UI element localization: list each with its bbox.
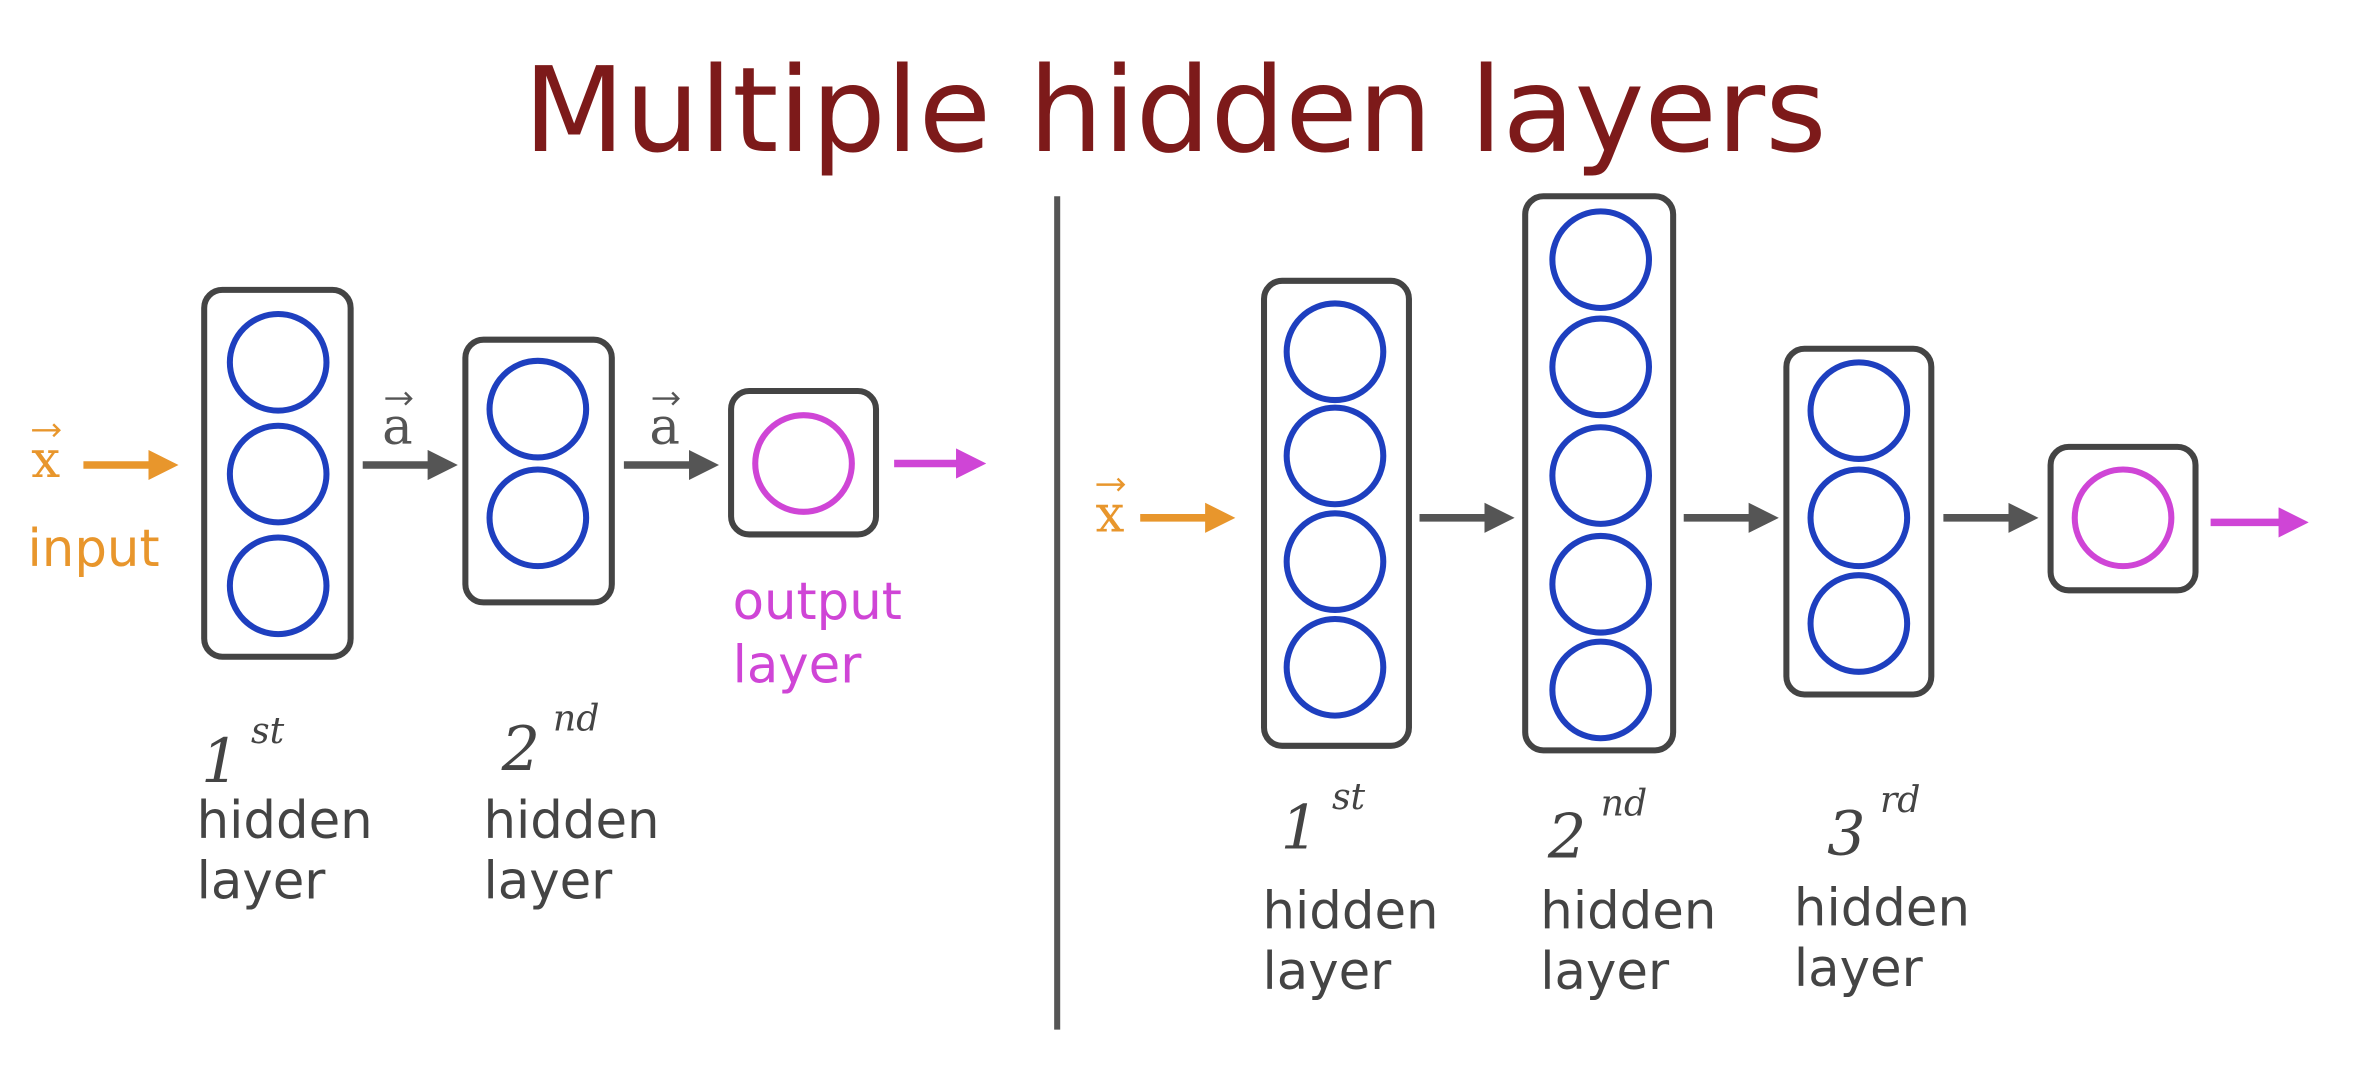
- layer-ordinal-suffix: nd: [553, 697, 600, 740]
- hidden-layer-1-box: [201, 286, 354, 660]
- neuron: [1283, 510, 1387, 613]
- neuron: [1807, 466, 1911, 570]
- neuron: [1283, 615, 1387, 719]
- input-x: x: [1096, 484, 1125, 544]
- activation-a: a: [649, 397, 680, 457]
- layer-ordinal-suffix: st: [1332, 775, 1366, 818]
- layer-ordinal: 2: [501, 715, 540, 785]
- vector-arrow-icon: [32, 423, 61, 438]
- neuron: [1283, 404, 1387, 508]
- layer-label: layer: [1540, 942, 1670, 1002]
- layer-label: hidden: [483, 791, 659, 851]
- layer-label: layer: [1263, 942, 1393, 1002]
- output-layer-box: [728, 387, 880, 538]
- hidden-layer-2-box: [462, 336, 615, 606]
- input-label: input: [28, 519, 160, 579]
- neuron: [1549, 532, 1653, 636]
- neuron: [226, 534, 330, 638]
- layer-label: hidden: [1794, 878, 1970, 938]
- output-label: output: [733, 572, 902, 632]
- neuron: [1549, 208, 1653, 312]
- neuron: [486, 357, 590, 461]
- layer-label: layer: [483, 851, 613, 911]
- layer-ordinal-suffix: rd: [1880, 778, 1921, 821]
- right-network: x 1 st hidden layer 2 nd hidden layer 3: [1096, 193, 2309, 1002]
- neuron: [1283, 300, 1387, 404]
- layer-label: hidden: [1263, 881, 1439, 941]
- input-x: x: [31, 430, 60, 490]
- layer-label: layer: [197, 851, 327, 911]
- layer-ordinal-suffix: nd: [1601, 781, 1648, 824]
- output-neuron: [752, 412, 855, 515]
- layer-ordinal-suffix: st: [251, 709, 285, 752]
- page-title: Multiple hidden layers: [523, 42, 1826, 179]
- output-label: layer: [733, 635, 863, 695]
- neuron: [1807, 359, 1911, 462]
- layer-ordinal: 1: [1281, 793, 1319, 863]
- vector-arrow-icon: [1096, 477, 1126, 492]
- vector-arrow-icon: [652, 391, 680, 406]
- vector-arrow-icon: [385, 391, 413, 406]
- layer-ordinal: 2: [1547, 803, 1586, 873]
- neuron: [1807, 572, 1911, 675]
- activation-a: a: [382, 397, 413, 457]
- hidden-layer-3-box: [1783, 345, 1935, 698]
- layer-label: hidden: [197, 791, 373, 851]
- layer-label: layer: [1794, 939, 1924, 999]
- neuron: [1549, 424, 1653, 527]
- layer-ordinal: 1: [201, 727, 239, 797]
- layer-ordinal: 3: [1827, 800, 1865, 870]
- neuron: [486, 466, 590, 570]
- hidden-layer-2-box: [1522, 193, 1677, 754]
- hidden-layer-1-box: [1260, 277, 1412, 749]
- neuron: [1549, 315, 1653, 419]
- left-network: x input a a output layer 1 st hidden lay…: [28, 286, 987, 911]
- neuron: [226, 422, 330, 526]
- output-neuron: [2071, 466, 2175, 570]
- layer-label: hidden: [1540, 881, 1716, 941]
- neuron: [1549, 638, 1653, 742]
- neuron: [226, 311, 330, 414]
- output-layer-box: [2047, 443, 2199, 594]
